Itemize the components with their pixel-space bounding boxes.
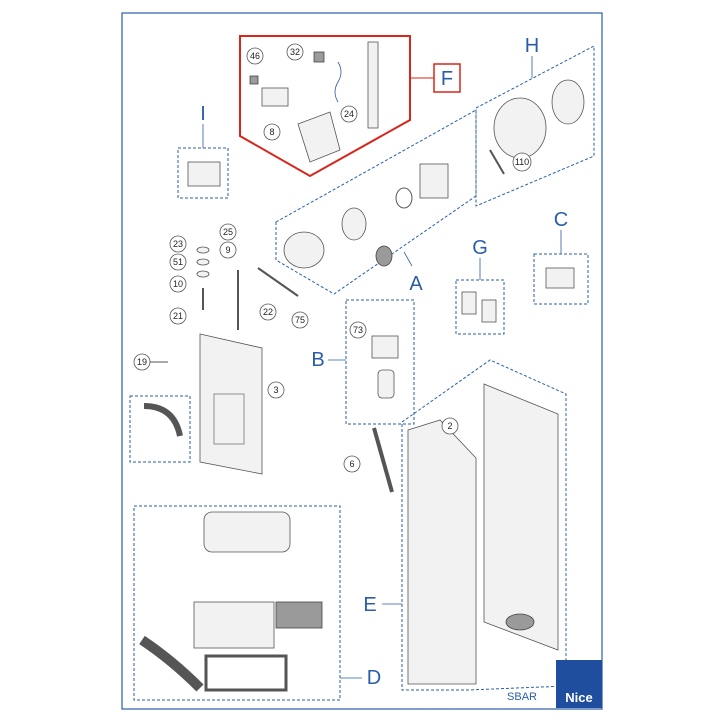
callout-9: 9 — [225, 245, 230, 255]
part-a-gearbox[interactable] — [419, 163, 449, 199]
callout-circle-46 — [246, 47, 264, 65]
nice-logo-box — [556, 660, 602, 708]
callout-23: 23 — [173, 239, 183, 249]
part-rod-75[interactable] — [257, 267, 299, 297]
nice-logo-text: Nice — [565, 690, 592, 705]
part-g-cap-right[interactable] — [481, 299, 497, 323]
callout-circle-8 — [263, 123, 281, 141]
group-b-box — [345, 299, 415, 425]
part-cable-loop — [334, 61, 342, 103]
callout-circle-25 — [219, 223, 237, 241]
callout-21: 21 — [173, 311, 183, 321]
group-label-b[interactable]: B — [311, 349, 324, 371]
callout-25: 25 — [223, 227, 233, 237]
callout-circle-22 — [259, 303, 277, 321]
part-g-cap-left[interactable] — [461, 291, 477, 315]
callout-circle-6 — [343, 455, 361, 473]
part-8-cover[interactable] — [297, 111, 341, 163]
callout-circle-24 — [340, 105, 358, 123]
callout-6: 6 — [349, 459, 354, 469]
callout-8: 8 — [269, 127, 274, 137]
callout-3: 3 — [273, 385, 278, 395]
callout-110: 110 — [515, 157, 529, 167]
callout-73: 73 — [353, 325, 363, 335]
part-d-seal-frame[interactable] — [204, 654, 288, 692]
callout-circle-10 — [169, 275, 187, 293]
callout-circle-110 — [512, 152, 532, 172]
part-i-control-board[interactable] — [187, 161, 221, 187]
part-3-mounting-plate[interactable] — [199, 333, 263, 475]
part-e-cable-hole — [505, 613, 535, 631]
part-d-gasket — [275, 601, 323, 629]
part-h-gear-housing[interactable] — [493, 97, 547, 159]
part-washer-stack — [196, 246, 210, 254]
group-label-f[interactable]: F — [441, 68, 453, 90]
callout-circle-51 — [169, 253, 187, 271]
callout-circle-32 — [286, 43, 304, 61]
part-a-oring — [395, 187, 413, 209]
part-32-fuse[interactable] — [313, 51, 325, 63]
group-f-highlight-box[interactable] — [239, 35, 411, 178]
part-washer-stack-3 — [196, 270, 210, 278]
callout-46: 46 — [250, 51, 260, 61]
callout-circle-75 — [291, 311, 309, 329]
part-3-window — [213, 393, 245, 445]
part-bracket-arm[interactable] — [143, 403, 183, 437]
part-a-motor-flange[interactable] — [283, 231, 325, 269]
group-label-c[interactable]: C — [554, 209, 568, 231]
page-frame — [121, 12, 603, 710]
part-d-side-trim[interactable] — [139, 635, 204, 692]
part-6-spring[interactable] — [372, 427, 394, 493]
group-label-d[interactable]: D — [367, 667, 381, 689]
group-label-g[interactable]: G — [472, 237, 488, 259]
callout-19: 19 — [137, 357, 147, 367]
part-a-shaft-disc[interactable] — [341, 207, 367, 241]
part-2-front-cover[interactable] — [407, 419, 477, 685]
callout-51: 51 — [173, 257, 183, 267]
part-b-motor[interactable] — [377, 369, 395, 399]
part-d-top-cover[interactable] — [203, 511, 291, 553]
group-label-e[interactable]: E — [363, 594, 376, 616]
callout-circle-23 — [169, 235, 187, 253]
part-h-gear-cover[interactable] — [551, 79, 585, 125]
callout-2: 2 — [447, 421, 452, 431]
part-b-encoder-plate[interactable] — [371, 335, 399, 359]
callout-24: 24 — [344, 109, 354, 119]
part-h-pin — [489, 149, 505, 175]
callout-75: 75 — [295, 315, 305, 325]
callout-circle-2 — [441, 417, 459, 435]
group-label-i[interactable]: I — [200, 103, 206, 125]
part-c-release-lever[interactable] — [545, 267, 575, 289]
part-24-bracket[interactable] — [367, 41, 379, 129]
part-a-gear[interactable] — [375, 245, 393, 267]
group-g-box — [455, 279, 505, 335]
part-46-connector[interactable] — [261, 87, 289, 107]
callout-10: 10 — [173, 279, 183, 289]
group-bracket-box — [129, 395, 191, 463]
group-d-box — [133, 505, 341, 701]
callout-32: 32 — [290, 47, 300, 57]
part-washer-stack-2 — [196, 258, 210, 266]
callout-circle-3 — [267, 381, 285, 399]
group-a-leader — [403, 251, 413, 267]
group-label-a[interactable]: A — [409, 273, 423, 295]
callout-circle-21 — [169, 307, 187, 325]
part-e-cabinet-body[interactable] — [483, 383, 559, 651]
callout-22: 22 — [263, 307, 273, 317]
model-label: SBAR — [507, 691, 537, 703]
callout-circle-73 — [349, 321, 367, 339]
part-46-screw — [249, 75, 259, 85]
group-a-box — [275, 109, 477, 295]
group-label-h[interactable]: H — [525, 35, 539, 57]
callout-circle-9 — [219, 241, 237, 259]
part-d-base[interactable] — [193, 601, 275, 649]
